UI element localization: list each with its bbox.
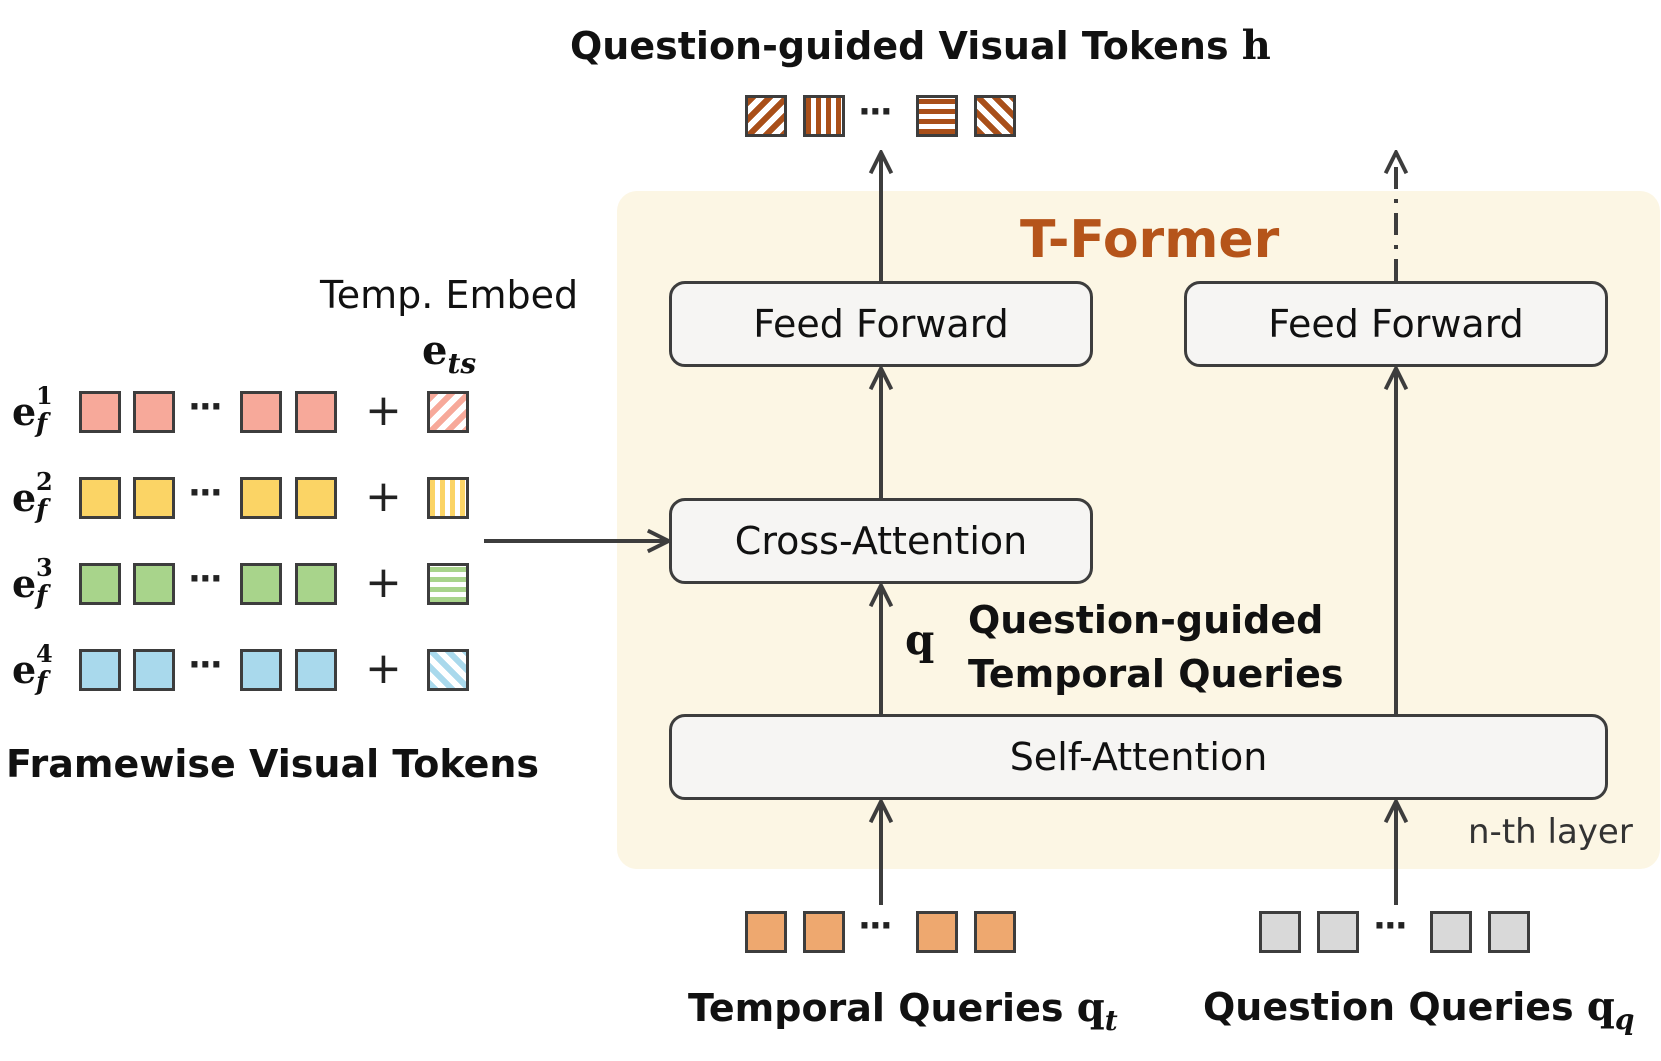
- question-query-dots: ···: [1373, 906, 1408, 946]
- qgtq-line1: Question-guided: [968, 598, 1324, 642]
- frame-token-3-2: [133, 563, 175, 605]
- question-queries-var-q: q: [1586, 983, 1615, 1030]
- frame-token-3-1: [79, 563, 121, 605]
- question-query-token-3: [1430, 911, 1472, 953]
- output-token-2: [803, 95, 845, 137]
- self-attention-label: Self-Attention: [1009, 735, 1268, 779]
- plus-sign-3: +: [365, 557, 402, 608]
- question-queries-var-sub: q: [1614, 1003, 1635, 1036]
- frame-token-4-4: [295, 649, 337, 691]
- frame-token-2-1: [79, 477, 121, 519]
- temporal-queries-var-sub: t: [1104, 1004, 1118, 1037]
- temp-embed-token-3: [427, 563, 469, 605]
- temporal-queries-var: qt: [1076, 984, 1118, 1037]
- frame-token-1-3: [240, 391, 282, 433]
- question-queries-label: Question Queries qq: [1203, 983, 1634, 1036]
- plus-sign-4: +: [365, 643, 402, 694]
- question-query-token-4: [1488, 911, 1530, 953]
- question-queries-var: qq: [1586, 983, 1635, 1036]
- question-query-token-1: [1259, 911, 1301, 953]
- ef-var: e: [12, 475, 37, 520]
- frame-token-1-2: [133, 391, 175, 433]
- plus-sign-1: +: [365, 385, 402, 436]
- ef-sub: f: [36, 409, 48, 439]
- frame-dots-4: ···: [188, 645, 223, 685]
- output-token-1: [745, 95, 787, 137]
- ef-sub: f: [36, 667, 48, 697]
- output-token-3: [916, 95, 958, 137]
- output-token-4: [974, 95, 1016, 137]
- temp-embed-var: ets: [422, 327, 476, 380]
- temporal-queries-text: Temporal Queries: [688, 986, 1064, 1030]
- temporal-query-token-3: [916, 911, 958, 953]
- temp-embed-var-e: e: [422, 327, 448, 374]
- output-token-dots: ···: [858, 92, 893, 132]
- temporal-query-token-2: [803, 911, 845, 953]
- temp-embed-token-4: [427, 649, 469, 691]
- frame-token-1-1: [79, 391, 121, 433]
- ef-var: e: [12, 647, 37, 692]
- frame-token-2-3: [240, 477, 282, 519]
- temp-embed-label: Temp. Embed: [320, 273, 579, 317]
- temporal-query-dots: ···: [858, 906, 893, 946]
- frame-dots-1: ···: [188, 387, 223, 427]
- frame-token-4-3: [240, 649, 282, 691]
- cross-attention-box: Cross-Attention: [669, 498, 1093, 584]
- feed-forward-right-box: Feed Forward: [1184, 281, 1608, 367]
- q-label: q: [905, 615, 935, 664]
- temporal-query-token-4: [974, 911, 1016, 953]
- ef-var: e: [12, 389, 37, 434]
- ef-sup: 1: [36, 381, 53, 410]
- question-queries-text: Question Queries: [1203, 985, 1574, 1029]
- tformer-label: T-Former: [1020, 210, 1280, 270]
- qgtq-line2: Temporal Queries: [968, 652, 1344, 696]
- frame-token-1-4: [295, 391, 337, 433]
- ef-sup: 4: [36, 639, 53, 668]
- ef-sub: f: [36, 495, 48, 525]
- ef-sup: 2: [36, 467, 53, 496]
- temporal-queries-label: Temporal Queries qt: [688, 984, 1118, 1037]
- temp-embed-var-sub: ts: [447, 347, 477, 380]
- frame-token-2-4: [295, 477, 337, 519]
- frame-token-4-1: [79, 649, 121, 691]
- output-title-text: Question-guided Visual Tokens: [570, 24, 1229, 68]
- temporal-queries-var-q: q: [1076, 984, 1105, 1031]
- cross-attention-label: Cross-Attention: [734, 519, 1028, 563]
- feed-forward-right-label: Feed Forward: [1268, 302, 1524, 346]
- feed-forward-left-box: Feed Forward: [669, 281, 1093, 367]
- layer-label: n-th layer: [1468, 812, 1633, 852]
- ef-sub: f: [36, 581, 48, 611]
- frame-token-3-3: [240, 563, 282, 605]
- plus-sign-2: +: [365, 471, 402, 522]
- self-attention-box: Self-Attention: [669, 714, 1608, 800]
- feed-forward-left-label: Feed Forward: [753, 302, 1009, 346]
- temp-embed-token-1: [427, 391, 469, 433]
- temporal-query-token-1: [745, 911, 787, 953]
- frame-token-3-4: [295, 563, 337, 605]
- output-title-var: h: [1241, 22, 1271, 69]
- output-title: Question-guided Visual Tokens h: [570, 22, 1271, 69]
- framewise-label: Framewise Visual Tokens: [6, 742, 540, 786]
- frame-dots-3: ···: [188, 559, 223, 599]
- frame-dots-2: ···: [188, 473, 223, 513]
- frame-token-2-2: [133, 477, 175, 519]
- temp-embed-token-2: [427, 477, 469, 519]
- question-query-token-2: [1317, 911, 1359, 953]
- ef-sup: 3: [36, 553, 53, 582]
- frame-token-4-2: [133, 649, 175, 691]
- ef-var: e: [12, 561, 37, 606]
